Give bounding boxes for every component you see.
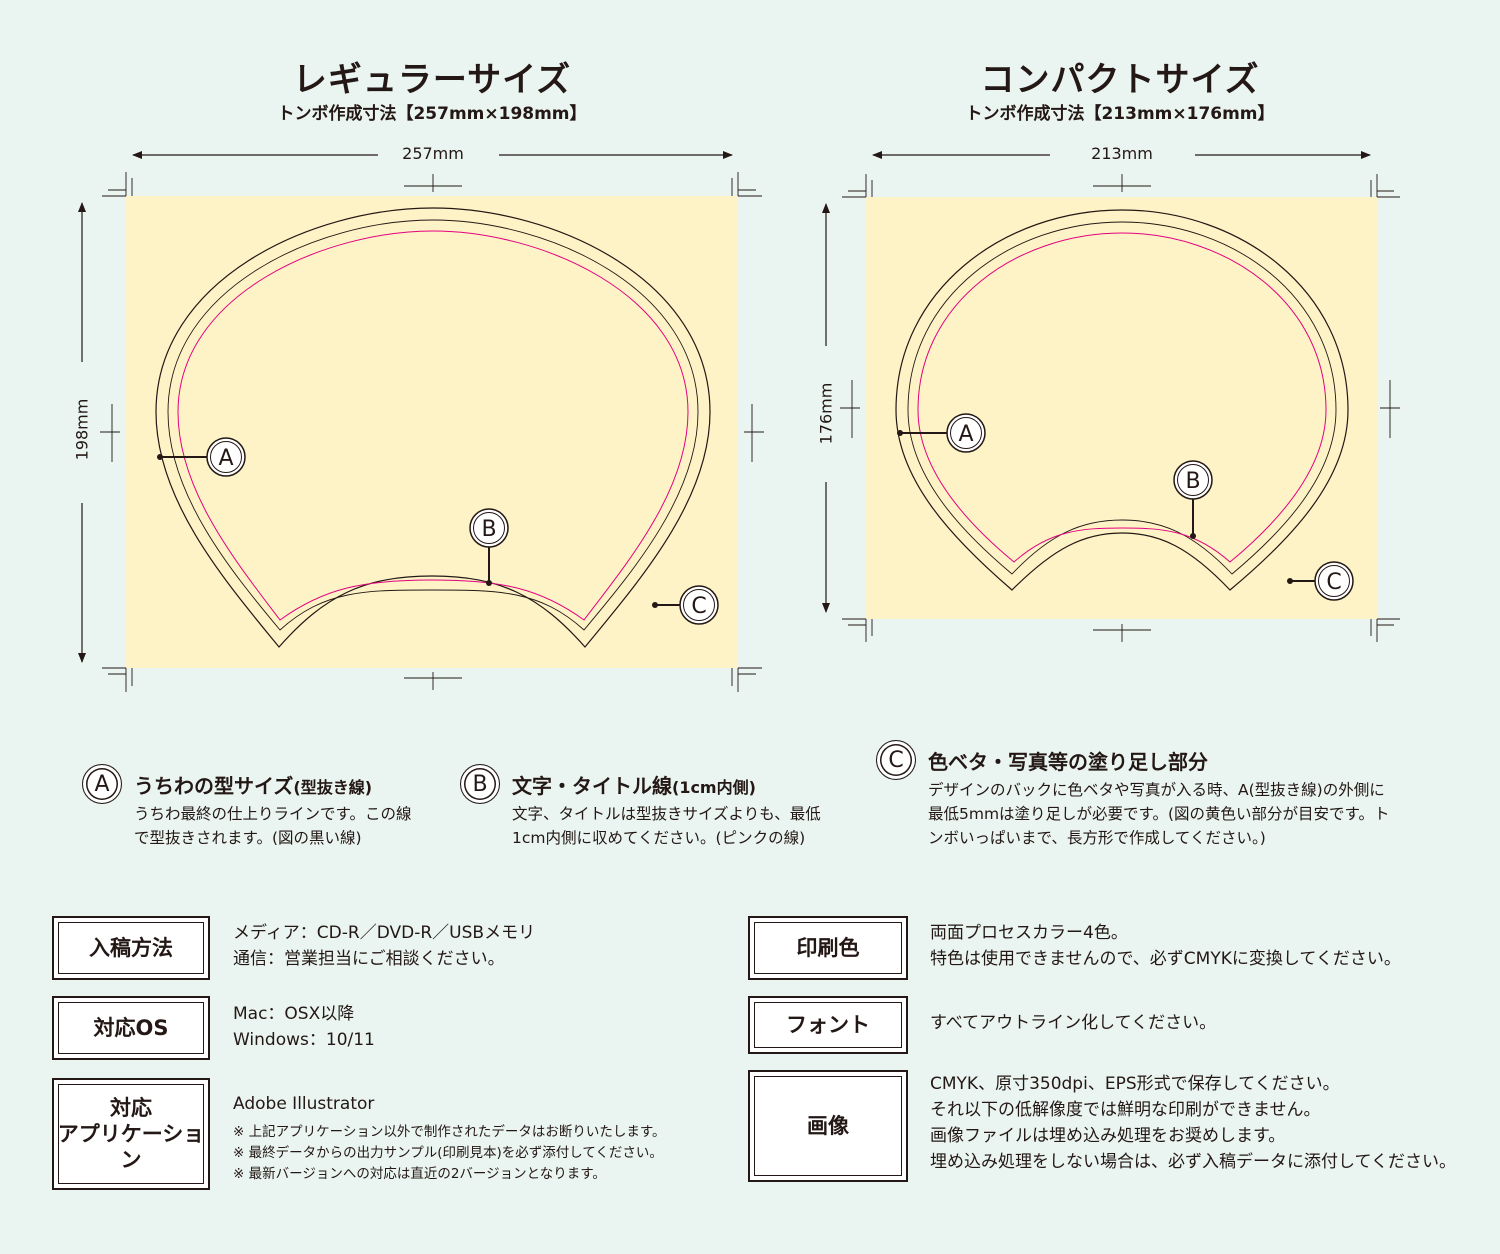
print-color-label-box: 印刷色	[748, 916, 908, 980]
legend-a-desc-line: で型抜きされます。(図の黒い線)	[134, 829, 362, 847]
compact-text-safe-line	[917, 232, 1327, 563]
legend-a-badge: A	[82, 764, 122, 804]
legend-c-desc: デザインのバックに色ベタや写真が入る時、A(型抜き線)の外側に 最低5mmは塗り…	[928, 778, 1390, 850]
regular-height-label: 198mm	[72, 398, 92, 461]
compact-marker-a-label: A	[958, 422, 973, 447]
legend-b-desc-line: 1cm内側に収めてください。(ピンクの線)	[512, 829, 806, 847]
app-note-line: ※ 最終データからの出力サンプル(印刷見本)を必ず添付してください。	[233, 1145, 663, 1161]
compact-width-label: 213mm	[1091, 144, 1153, 163]
submission-info-line: 通信：営業担当にご相談ください。	[233, 949, 505, 969]
compact-marker-b-label: B	[1185, 469, 1200, 494]
regular-diagram: A B C	[78, 151, 764, 692]
image-info: CMYK、原寸350dpi、EPS形式で保存してください。 それ以下の低解像度で…	[930, 1071, 1456, 1175]
regular-bleed-area	[126, 196, 738, 668]
submission-label-box: 入稿方法	[52, 916, 210, 980]
os-info: Mac：OSX以降 Windows：10/11	[233, 1001, 375, 1053]
legend-a-desc: うちわ最終の仕上りラインです。この線 で型抜きされます。(図の黒い線)	[134, 802, 411, 850]
app-label-line: 対応	[110, 1096, 152, 1120]
image-info-line: それ以下の低解像度では鮮明な印刷ができません。	[930, 1100, 1321, 1120]
regular-cut-line	[155, 207, 711, 648]
image-label: 画像	[807, 1114, 849, 1138]
app-note-line: ※ 最新バージョンへの対応は直近の2バージョンとなります。	[233, 1166, 606, 1182]
compact-bleed-area	[866, 197, 1377, 619]
compact-marker-c-label: C	[1326, 570, 1341, 595]
regular-crop-marks	[100, 172, 764, 692]
legend-b-desc: 文字、タイトルは型抜きサイズよりも、最低 1cm内側に収めてください。(ピンクの…	[512, 802, 821, 850]
font-info: すべてアウトライン化してください。	[930, 1013, 1217, 1033]
compact-height-label: 176mm	[816, 382, 836, 445]
print-color-info: 両面プロセスカラー4色。 特色は使用できませんので、必ずCMYKに変換してくださ…	[930, 920, 1401, 972]
templates-diagram: A B C	[78, 151, 1400, 692]
font-label-box: フォント	[748, 996, 908, 1054]
compact-cut-line	[895, 209, 1349, 591]
app-notes: ※ 上記アプリケーション以外で制作されたデータはお断りいたします。 ※ 最終デー…	[233, 1122, 665, 1185]
image-info-line: 画像ファイルは埋め込み処理をお奨めします。	[930, 1126, 1286, 1146]
os-info-line: Windows：10/11	[233, 1030, 375, 1050]
compact-marker-c	[1314, 561, 1354, 601]
compact-marker-a	[946, 413, 986, 453]
regular-inner-line	[167, 219, 699, 631]
compact-diagram: A B C	[822, 151, 1400, 642]
legend-b-title-small: (1cm内側)	[672, 778, 756, 797]
compact-marker-b	[1173, 460, 1213, 500]
submission-label: 入稿方法	[89, 936, 173, 960]
regular-subtitle: トンボ作成寸法【257mm×198mm】	[277, 104, 587, 124]
regular-width-label: 257mm	[402, 144, 464, 163]
image-info-line: CMYK、原寸350dpi、EPS形式で保存してください。	[930, 1074, 1340, 1094]
regular-text-safe-line	[177, 230, 689, 621]
legend-b-badge: B	[460, 764, 500, 804]
legend-c-desc-line: デザインのバックに色ベタや写真が入る時、A(型抜き線)の外側に	[928, 781, 1385, 799]
regular-marker-c-label: C	[691, 594, 706, 619]
legend-b-title-main: 文字・タイトル線	[512, 774, 672, 798]
submission-info-line: メディア：CD-R／DVD-R／USBメモリ	[233, 923, 536, 943]
app-label-line: アプリケーション	[57, 1122, 205, 1172]
regular-marker-c	[679, 585, 719, 625]
legend-a-title: うちわの型サイズ(型抜き線)	[134, 770, 372, 799]
app-note-line: ※ 上記アプリケーション以外で制作されたデータはお断りいたします。	[233, 1124, 666, 1140]
compact-title: コンパクトサイズ	[980, 60, 1260, 100]
os-label: 対応OS	[93, 1016, 169, 1040]
regular-marker-a	[206, 437, 246, 477]
compact-subtitle: トンボ作成寸法【213mm×176mm】	[965, 104, 1275, 124]
print-color-info-line: 両面プロセスカラー4色。	[930, 923, 1128, 943]
app-label-box: 対応 アプリケーション	[52, 1078, 210, 1190]
legend-a-desc-line: うちわ最終の仕上りラインです。この線	[134, 805, 412, 823]
regular-title: レギュラーサイズ	[292, 60, 572, 100]
app-info-main: Adobe Illustrator	[233, 1094, 375, 1114]
regular-marker-a-label: A	[218, 446, 233, 471]
legend-c-desc-line: ンボいっぱいまで、長方形で作成してください。)	[928, 829, 1266, 847]
legend-c-title: 色ベタ・写真等の塗り足し部分	[928, 750, 1208, 774]
image-label-box: 画像	[748, 1070, 908, 1182]
legend-a-title-main: うちわの型サイズ	[134, 774, 294, 798]
image-info-line: 埋め込み処理をしない場合は、必ず入稿データに添付してください。	[930, 1152, 1456, 1172]
legend-c-desc-line: 最低5mmは塗り足しが必要です。(図の黄色い部分が目安です。ト	[928, 805, 1390, 823]
legend-b-title: 文字・タイトル線(1cm内側)	[512, 770, 756, 799]
legend-b-desc-line: 文字、タイトルは型抜きサイズよりも、最低	[512, 805, 821, 823]
legend-a-title-small: (型抜き線)	[293, 778, 373, 797]
os-info-line: Mac：OSX以降	[233, 1004, 355, 1024]
os-label-box: 対応OS	[52, 996, 210, 1060]
compact-crop-marks	[840, 174, 1400, 642]
legend-c-badge: C	[876, 740, 916, 780]
font-label: フォント	[786, 1013, 870, 1037]
submission-info: メディア：CD-R／DVD-R／USBメモリ 通信：営業担当にご相談ください。	[233, 920, 535, 972]
print-color-info-line: 特色は使用できませんので、必ずCMYKに変換してください。	[930, 949, 1401, 969]
regular-marker-b-label: B	[481, 517, 496, 542]
compact-inner-line	[907, 221, 1337, 575]
print-color-label: 印刷色	[796, 936, 860, 960]
regular-marker-b	[469, 508, 509, 548]
